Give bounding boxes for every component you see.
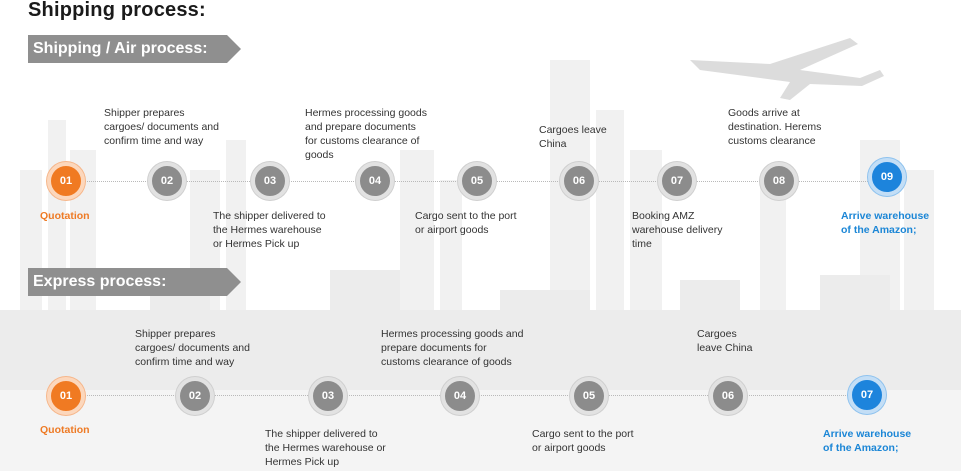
express-step-04-marker: 04: [441, 377, 479, 415]
air-step-08-marker: 08: [760, 162, 798, 200]
express-step-03-label: The shipper delivered to the Hermes ware…: [265, 428, 386, 468]
air-step-07-marker: 07: [658, 162, 696, 200]
air-process-banner: Shipping / Air process:: [28, 35, 241, 63]
air-step-02-marker: 02: [148, 162, 186, 200]
express-step-03-marker: 03: [309, 377, 347, 415]
express-process-banner: Express process:: [28, 268, 241, 296]
express-step-01-marker: 01: [47, 377, 85, 415]
air-step-03-marker: 03: [251, 162, 289, 200]
air-step-03-label: The shipper delivered to the Hermes ware…: [213, 210, 326, 250]
air-step-05-marker: 05: [458, 162, 496, 200]
express-step-04-label: Hermes processing goods and prepare docu…: [381, 328, 524, 368]
express-step-05-label: Cargo sent to the port or airport goods: [532, 428, 634, 454]
air-step-01-label: Quotation: [40, 210, 90, 222]
air-step-06-marker: 06: [560, 162, 598, 200]
air-step-09-label: Arrive warehouse of the Amazon;: [841, 210, 930, 236]
air-step-04-marker: 04: [356, 162, 394, 200]
air-step-05-label: Cargo sent to the port or airport goods: [415, 210, 517, 236]
air-step-02-label: Shipper prepares cargoes/ documents and …: [104, 107, 219, 147]
air-step-01-marker: 01: [47, 162, 85, 200]
page-title: Shipping process:: [28, 0, 206, 21]
express-step-02-marker: 02: [176, 377, 214, 415]
airplane-icon: [690, 38, 884, 100]
air-step-09-marker: 09: [868, 158, 906, 196]
express-step-07-marker: 07: [848, 376, 886, 414]
express-step-07-label: Arrive warehouse of the Amazon;: [823, 428, 912, 454]
air-step-04-label: Hermes processing goods and prepare docu…: [305, 107, 427, 161]
air-step-08-label: Goods arrive at destination. Herems cust…: [728, 107, 822, 147]
express-step-02-label: Shipper prepares cargoes/ documents and …: [135, 328, 250, 368]
express-step-05-marker: 05: [570, 377, 608, 415]
express-step-01-label: Quotation: [40, 424, 90, 436]
express-step-06-label: Cargoes leave China: [697, 328, 753, 354]
express-step-06-marker: 06: [709, 377, 747, 415]
air-step-06-label: Cargoes leave China: [539, 124, 607, 150]
air-step-07-label: Booking AMZ warehouse delivery time: [632, 210, 723, 250]
